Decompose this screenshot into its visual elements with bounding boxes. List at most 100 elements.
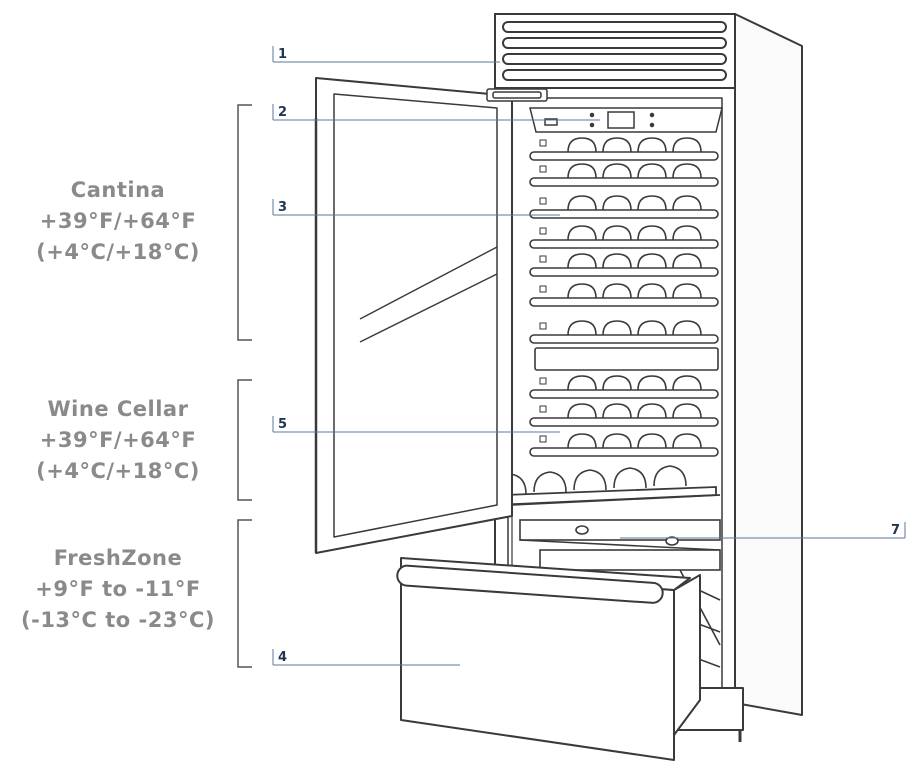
wine-bottle: [672, 433, 702, 449]
zone-brackets: [237, 104, 252, 668]
shelf-rail: [529, 151, 719, 161]
door-hinge: [486, 88, 548, 102]
bracket-freshzone: [237, 519, 252, 668]
wine-bottle: [637, 195, 667, 211]
wine-bottle: [637, 137, 667, 153]
wine-shelf: [529, 163, 719, 187]
freezer-drawer: [396, 557, 701, 761]
shelf-tab: [539, 227, 547, 235]
shelf-rail: [529, 334, 719, 344]
wine-bottle: [672, 253, 702, 269]
zone-cantina-range-c: (+4°C/+18°C): [36, 240, 200, 264]
wine-bottle: [637, 283, 667, 299]
zone-cantina-range-f: +39°F/+64°F: [39, 209, 197, 233]
shelf-rail: [529, 389, 719, 399]
callout-number: 4: [278, 650, 287, 665]
zone-wine-cellar-range-f: +39°F/+64°F: [39, 428, 197, 452]
zone-freshzone-range-f: +9°F to -11°F: [35, 577, 201, 601]
wine-bottle: [602, 375, 632, 391]
wine-bottle: [672, 195, 702, 211]
callout-5: 5: [272, 416, 560, 433]
shelf-tab: [539, 255, 547, 263]
drawer-handle: [396, 564, 664, 604]
freezer-compartment: [519, 519, 721, 668]
wine-shelf: [529, 195, 719, 219]
wine-bottle: [672, 403, 702, 419]
wine-bottle: [672, 225, 702, 241]
callout-number: 1: [278, 47, 287, 62]
callout-number: 7: [891, 523, 900, 538]
wine-bottle: [602, 253, 632, 269]
zone-cantina-name: Cantina: [70, 178, 166, 202]
wine-shelf: [529, 253, 719, 277]
callout-number: 3: [278, 200, 287, 215]
wine-bottle: [637, 253, 667, 269]
callout-2: 2: [272, 104, 600, 121]
zone-divider: [534, 347, 719, 371]
callout-1: 1: [272, 46, 500, 63]
callouts: 1 2 3 5 7 4: [272, 46, 906, 666]
zone-wine-cellar-name: Wine Cellar: [47, 397, 189, 421]
shelf-rail: [529, 447, 719, 457]
shelf-tab: [539, 165, 547, 173]
wine-shelf: [529, 433, 719, 457]
wine-bottle: [567, 225, 597, 241]
wine-bottle: [567, 433, 597, 449]
wine-bottle: [672, 137, 702, 153]
callout-7: 7: [620, 522, 906, 539]
wine-bottle: [573, 469, 607, 491]
wine-bottle: [602, 433, 632, 449]
callout-3: 3: [272, 199, 560, 216]
shelf-tab: [539, 139, 547, 147]
wine-bottle: [602, 137, 632, 153]
wine-bottle: [567, 283, 597, 299]
wine-bottle: [637, 163, 667, 179]
wine-bottle: [567, 375, 597, 391]
bracket-cantina: [237, 104, 252, 341]
callout-number: 5: [278, 417, 287, 432]
wine-bottle: [637, 403, 667, 419]
wine-bottle: [672, 375, 702, 391]
shelf-rail: [529, 177, 719, 187]
control-panel: [529, 107, 723, 133]
wine-shelf: [529, 375, 719, 399]
shelf-rail: [529, 417, 719, 427]
wine-bottle: [567, 320, 597, 336]
wine-bottle: [602, 320, 632, 336]
wine-bottle: [602, 283, 632, 299]
wine-bottle: [653, 465, 687, 487]
shelf-rail: [529, 209, 719, 219]
wine-shelves: [529, 137, 719, 457]
wine-bottle: [602, 195, 632, 211]
zone-freshzone-range-c: (-13°C to -23°C): [21, 608, 215, 632]
zone-wine-cellar-range-c: (+4°C/+18°C): [36, 459, 200, 483]
wine-bottle: [602, 403, 632, 419]
shelf-tab: [539, 377, 547, 385]
zone-freshzone-name: FreshZone: [53, 546, 183, 570]
wine-bottle: [567, 403, 597, 419]
wine-shelf: [529, 403, 719, 427]
wine-bottle: [602, 225, 632, 241]
shelf-tab: [539, 405, 547, 413]
cabinet-side-panel: [734, 13, 803, 716]
wine-shelf: [529, 137, 719, 161]
shelf-rail: [529, 297, 719, 307]
wine-bottle: [637, 320, 667, 336]
wine-bottle: [567, 195, 597, 211]
wine-bottle: [637, 433, 667, 449]
shelf-tab: [539, 322, 547, 330]
wine-bottle: [637, 225, 667, 241]
wine-bottle: [672, 283, 702, 299]
top-grille: [494, 13, 736, 89]
zone-label-cantina: Cantina +39°F/+64°F (+4°C/+18°C): [0, 175, 236, 268]
zone-label-wine-cellar: Wine Cellar +39°F/+64°F (+4°C/+18°C): [0, 394, 236, 487]
wine-bottle: [567, 163, 597, 179]
wine-shelf: [529, 283, 719, 307]
wine-bottle: [613, 467, 647, 489]
wine-bottle: [637, 375, 667, 391]
zone-label-freshzone: FreshZone +9°F to -11°F (-13°C to -23°C): [0, 543, 236, 636]
wine-bottle: [672, 163, 702, 179]
bracket-wine-cellar: [237, 379, 252, 501]
wine-bottle: [672, 320, 702, 336]
